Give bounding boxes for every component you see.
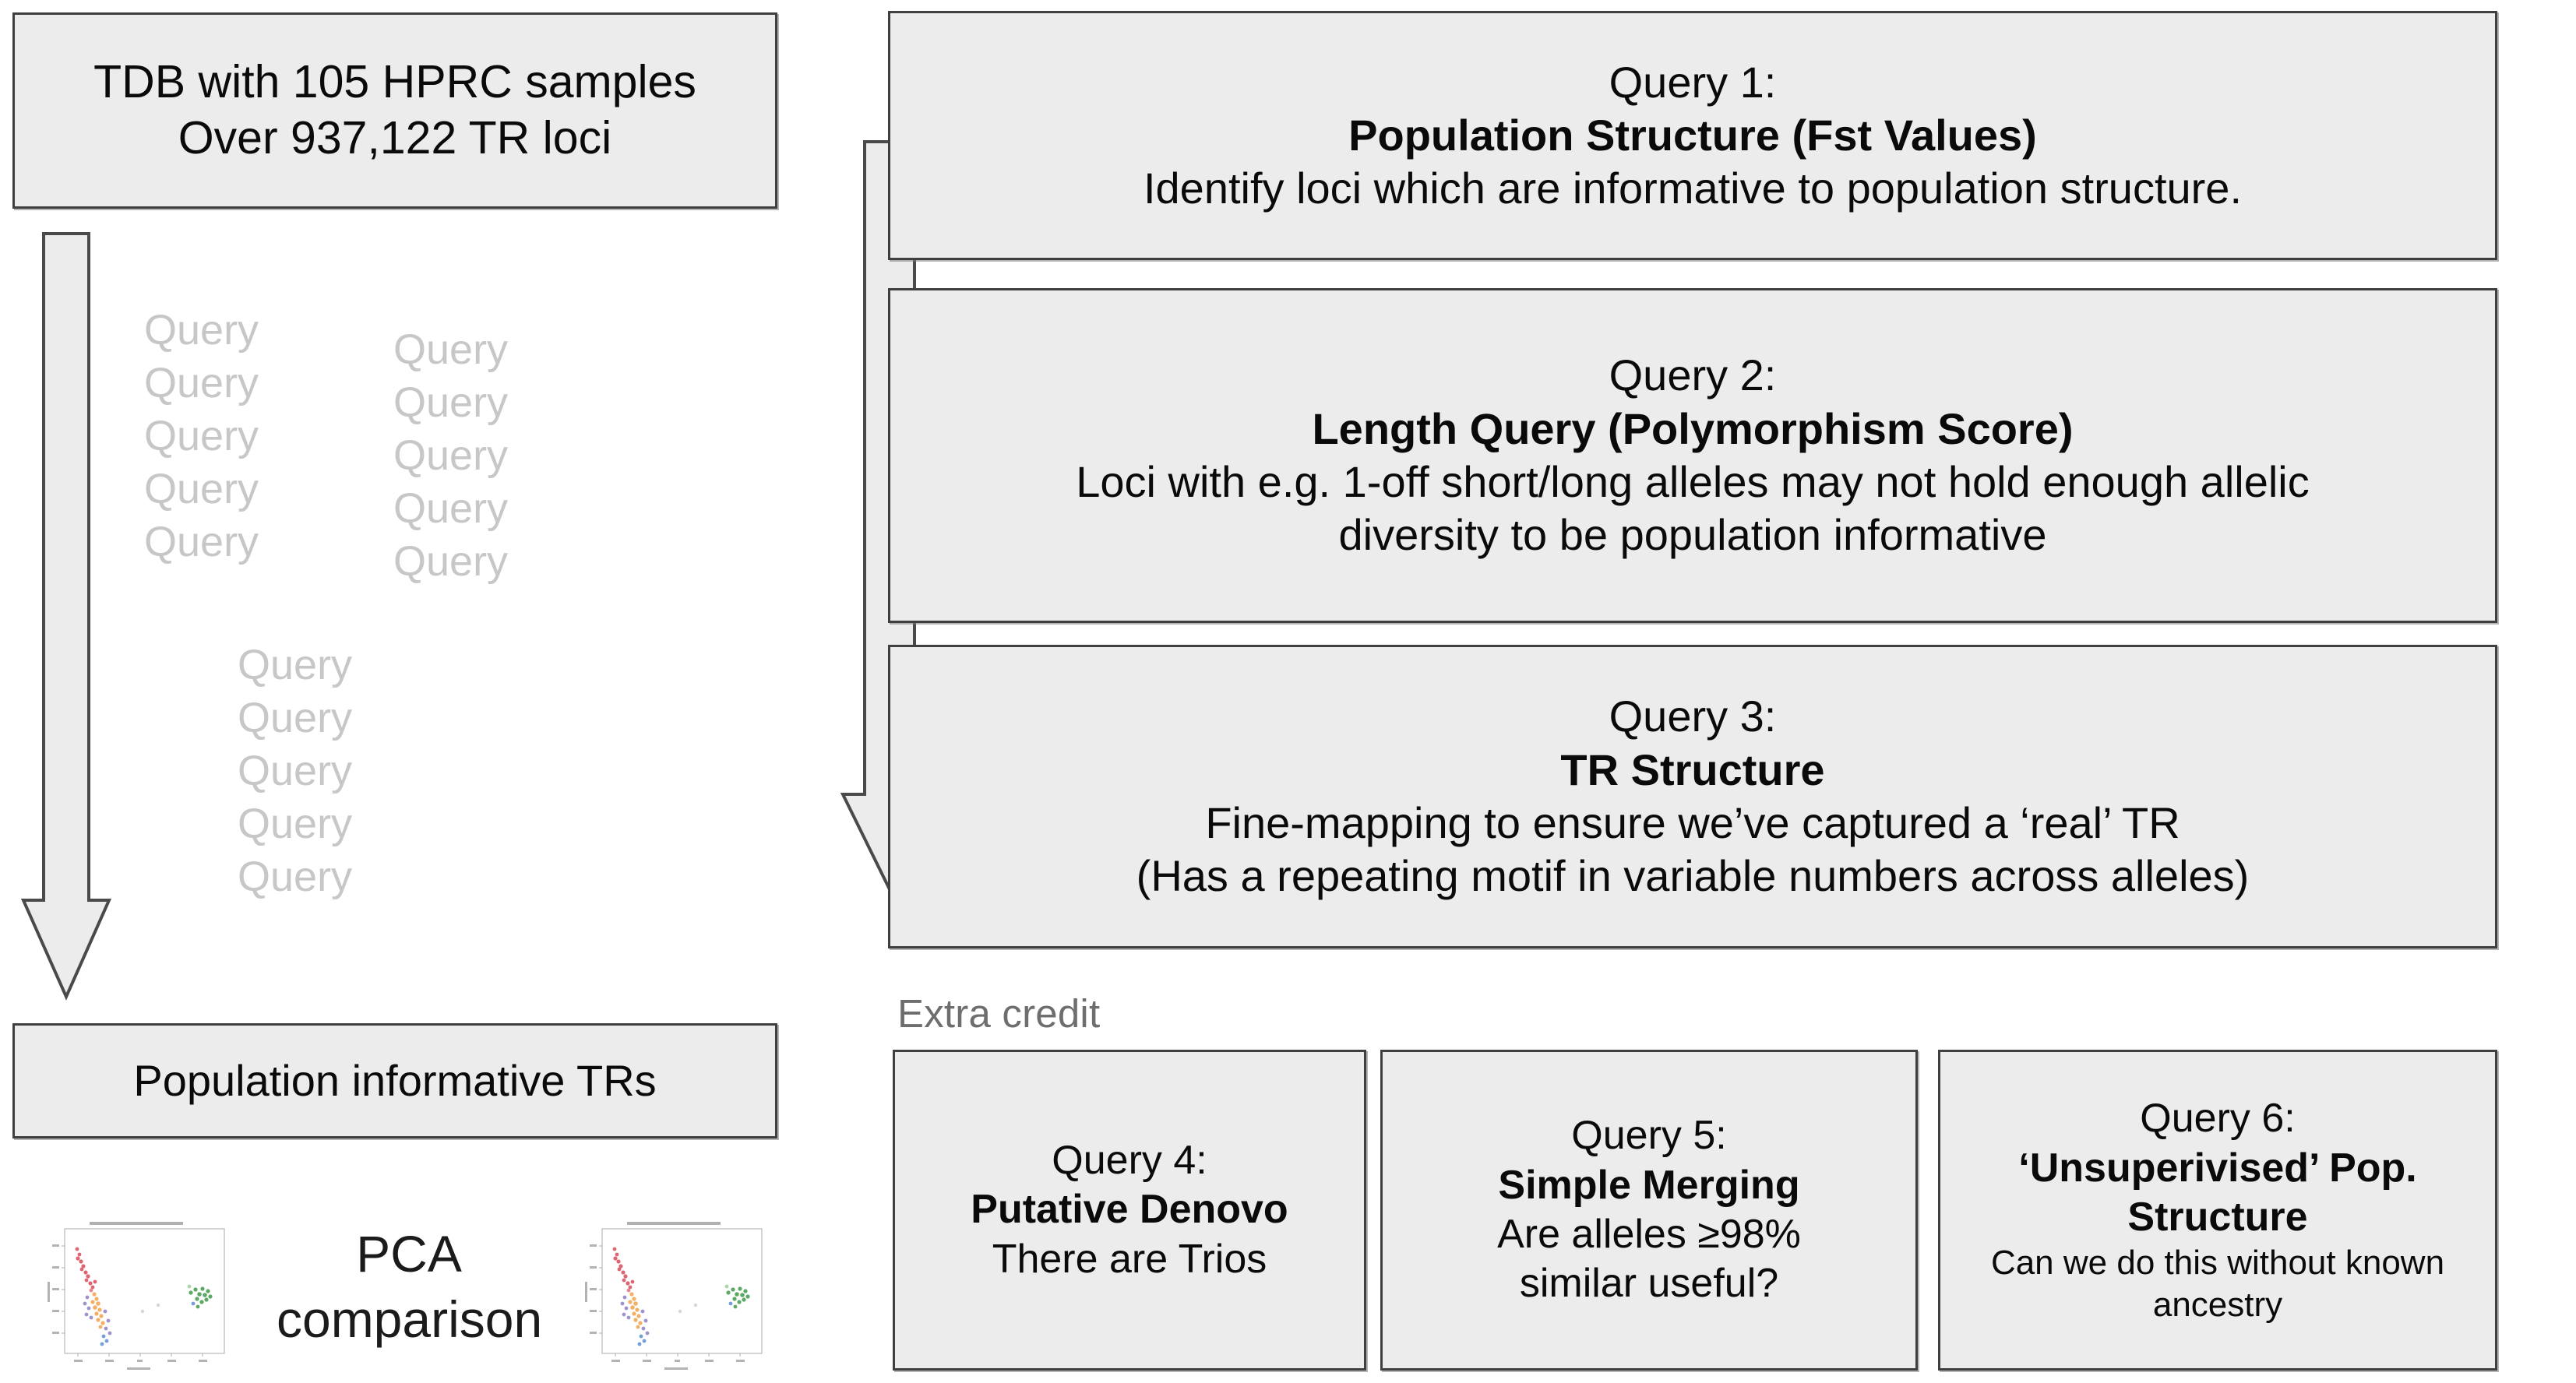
query-3-body-line-1: Fine-mapping to ensure we’ve captured a … — [1205, 798, 2180, 847]
query-1-body-line-1: Identify loci which are informative to p… — [1143, 164, 2243, 213]
query-4-box: Query 4: Putative Denovo There are Trios — [893, 1050, 1366, 1371]
query-2-box: Query 2: Length Query (Polymorphism Scor… — [888, 288, 2497, 623]
pca-label-line-1: PCA — [356, 1225, 462, 1283]
query-3-box: Query 3: TR Structure Fine-mapping to en… — [888, 645, 2497, 948]
query-cloud-column-c: Query Query Query Query Query — [238, 639, 352, 903]
query-5-number: Query 5: — [1571, 1113, 1727, 1159]
query-1-title: Population Structure (Fst Values) — [1348, 110, 2037, 160]
query-cloud-word: Query — [393, 485, 509, 533]
query-5-title: Simple Merging — [1498, 1162, 1800, 1208]
tdb-line-1: TDB with 105 HPRC samples — [93, 56, 696, 108]
query-cloud-word: Query — [144, 360, 259, 407]
query-3-title: TR Structure — [1560, 744, 1825, 794]
query-4-number: Query 4: — [1052, 1137, 1207, 1183]
query-4-title: Putative Denovo — [971, 1187, 1288, 1233]
query-3-number: Query 3: — [1609, 692, 1777, 741]
query-5-body-line-1: Are alleles ≥98% — [1497, 1212, 1801, 1257]
query-6-number: Query 6: — [2140, 1096, 2296, 1142]
query-5-box: Query 5: Simple Merging Are alleles ≥98%… — [1380, 1050, 1918, 1371]
query-4-body-line-1: There are Trios — [992, 1236, 1267, 1282]
population-informative-trs-label: Population informative TRs — [133, 1055, 657, 1105]
query-cloud-column-a: Query Query Query Query Query — [144, 304, 259, 568]
query-cloud-word: Query — [144, 466, 259, 513]
tdb-source-box: TDB with 105 HPRC samples Over 937,122 T… — [12, 12, 777, 209]
pca-label-line-2: comparison — [277, 1290, 543, 1349]
query-cloud-word: Query — [393, 326, 509, 373]
query-6-title-line-2: Structure — [2127, 1195, 2308, 1240]
query-6-box: Query 6: ‘Unsuperivised’ Pop. Structure … — [1938, 1050, 2497, 1371]
tdb-line-2: Over 937,122 TR loci — [178, 112, 612, 164]
query-cloud-word: Query — [238, 642, 353, 688]
population-informative-trs-box: Population informative TRs — [12, 1023, 777, 1138]
query-5-body-line-2: similar useful? — [1519, 1261, 1779, 1307]
query-2-body-line-2: diversity to be population informative — [1338, 510, 2047, 560]
pca-plot-right — [580, 1212, 771, 1377]
query-cloud-word: Query — [393, 432, 509, 480]
query-cloud-word: Query — [144, 519, 259, 566]
query-cloud-word: Query — [144, 307, 259, 354]
query-2-number: Query 2: — [1609, 350, 1777, 400]
query-cloud-word: Query — [393, 379, 509, 427]
query-3-body-line-2: (Has a repeating motif in variable numbe… — [1136, 851, 2250, 901]
query-1-number: Query 1: — [1609, 57, 1777, 107]
query-6-body-line-1: Can we do this without known — [1990, 1244, 2445, 1283]
query-cloud-word: Query — [238, 695, 353, 742]
flow-arrow-down-left — [20, 232, 112, 1001]
query-2-title: Length Query (Polymorphism Score) — [1312, 403, 2074, 453]
query-1-box: Query 1: Population Structure (Fst Value… — [888, 11, 2497, 260]
query-2-body-line-1: Loci with e.g. 1-off short/long alleles … — [1076, 457, 2310, 506]
extra-credit-caption: Extra credit — [897, 991, 1101, 1036]
pca-plot-left — [43, 1212, 234, 1377]
query-cloud-word: Query — [238, 853, 353, 901]
query-cloud-word: Query — [393, 538, 509, 586]
query-6-title-line-1: ‘Unsuperivised’ Pop. — [2018, 1145, 2417, 1191]
query-cloud-column-b: Query Query Query Query Query — [393, 323, 508, 588]
query-cloud-word: Query — [238, 801, 353, 848]
query-cloud-word: Query — [238, 748, 353, 795]
pca-comparison-label: PCA comparison — [277, 1221, 543, 1353]
query-cloud-word: Query — [144, 413, 259, 460]
query-6-body-line-2: ancestry — [2152, 1286, 2283, 1325]
